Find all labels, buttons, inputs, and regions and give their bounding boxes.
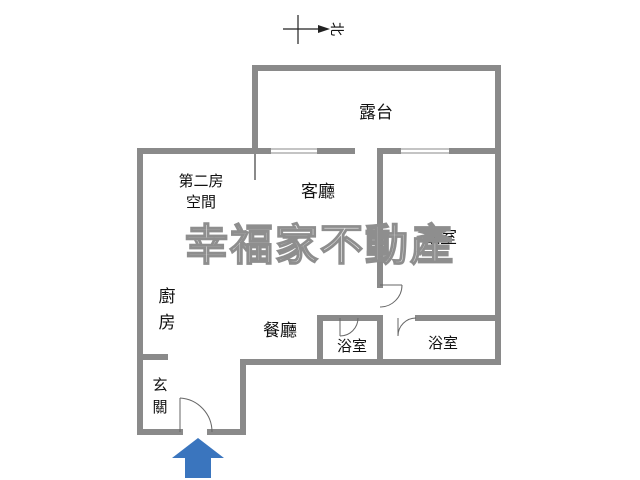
- foyer-label-line2: 關: [152, 398, 167, 416]
- bathroom-right-label: 浴室: [428, 334, 458, 352]
- second-room-label-line1: 第二房: [178, 172, 223, 190]
- entrance-arrow-icon: [172, 438, 224, 478]
- second-room-label-line2: 空間: [186, 193, 216, 211]
- windows: [268, 148, 452, 154]
- kitchen-label-line1: 廚: [159, 286, 176, 307]
- dining-room-label: 餐廳: [263, 321, 297, 341]
- doors: [179, 284, 417, 433]
- bathroom-left-label: 浴室: [337, 337, 367, 355]
- living-room-label: 客廳: [301, 182, 335, 202]
- foyer-label-line1: 玄: [152, 376, 167, 394]
- kitchen-label-line2: 房: [159, 313, 176, 333]
- north-arrow-icon: [283, 15, 330, 44]
- walls: [137, 65, 501, 435]
- balcony-label: 露台: [359, 103, 393, 123]
- watermark: 幸福家不動產: [185, 221, 455, 271]
- bedroom-label: 臥室: [423, 228, 457, 248]
- north-label: 北: [328, 22, 344, 36]
